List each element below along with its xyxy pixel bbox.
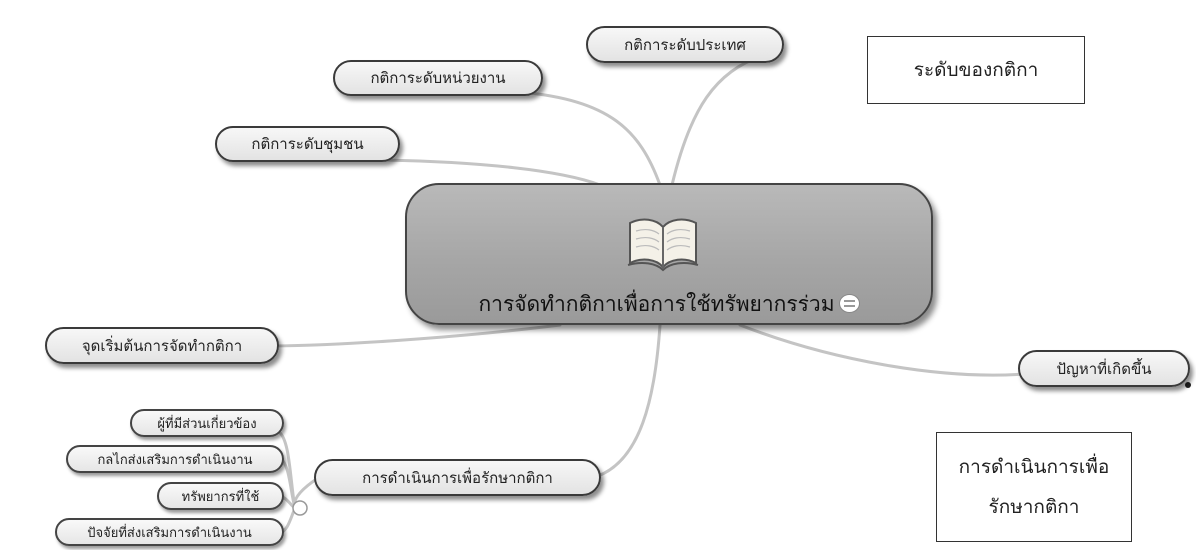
branch-implementation-label: การดำเนินการเพื่อรักษากติกา <box>362 468 553 487</box>
branch-community-label: กติการะดับชุมชน <box>251 135 364 153</box>
branch-agency-label: กติการะดับหน่วยงาน <box>370 69 506 87</box>
annotation-levels: ระดับของกติกา <box>867 36 1085 104</box>
branch-problems-label: ปัญหาที่เกิดขึ้น <box>1056 359 1152 378</box>
branch-national-label: กติการะดับประเทศ <box>624 35 746 54</box>
sub-branch-resources-label: ทรัพยากรที่ใช้ <box>181 489 260 505</box>
central-topic[interactable]: การจัดทำกติกาเพื่อการใช้ทรัพยากรร่วม <box>405 183 933 325</box>
sub-branch-mechanisms[interactable]: กลไกส่งเสริมการดำเนินงาน <box>66 445 284 473</box>
annotation-implementation: การดำเนินการเพื่อ รักษากติกา <box>936 432 1132 542</box>
central-title-text: การจัดทำกติกาเพื่อการใช้ทรัพยากรร่วม <box>478 292 835 316</box>
sub-branch-resources[interactable]: ทรัพยากรที่ใช้ <box>157 482 284 510</box>
book-icon <box>627 218 699 272</box>
annotation-levels-text: ระดับของกติกา <box>913 59 1039 81</box>
sub-branch-factors-label: ปัจจัยที่ส่งเสริมการดำเนินงาน <box>87 525 252 541</box>
branch-implementation[interactable]: การดำเนินการเพื่อรักษากติกา <box>314 459 601 496</box>
sub-branch-factors[interactable]: ปัจจัยที่ส่งเสริมการดำเนินงาน <box>55 518 284 546</box>
branch-problems[interactable]: ปัญหาที่เกิดขึ้น <box>1018 350 1190 387</box>
annotation-implementation-line2: รักษากติกา <box>988 496 1080 518</box>
branch-national[interactable]: กติการะดับประเทศ <box>586 26 784 63</box>
note-icon[interactable] <box>838 293 860 313</box>
sub-branch-mechanisms-label: กลไกส่งเสริมการดำเนินงาน <box>97 452 253 468</box>
branch-agency[interactable]: กติการะดับหน่วยงาน <box>333 60 543 96</box>
sub-branch-stakeholders-label: ผู้ที่มีส่วนเกี่ยวข้อง <box>157 416 257 432</box>
sub-branch-stakeholders[interactable]: ผู้ที่มีส่วนเกี่ยวข้อง <box>130 409 284 437</box>
branch-community[interactable]: กติการะดับชุมชน <box>215 126 400 162</box>
branch-origin[interactable]: จุดเริ่มต้นการจัดทำกติกา <box>45 327 279 364</box>
central-title: การจัดทำกติกาเพื่อการใช้ทรัพยากรร่วม <box>407 288 931 321</box>
annotation-implementation-line1: การดำเนินการเพื่อ <box>958 456 1110 478</box>
branch-origin-label: จุดเริ่มต้นการจัดทำกติกา <box>81 336 243 355</box>
